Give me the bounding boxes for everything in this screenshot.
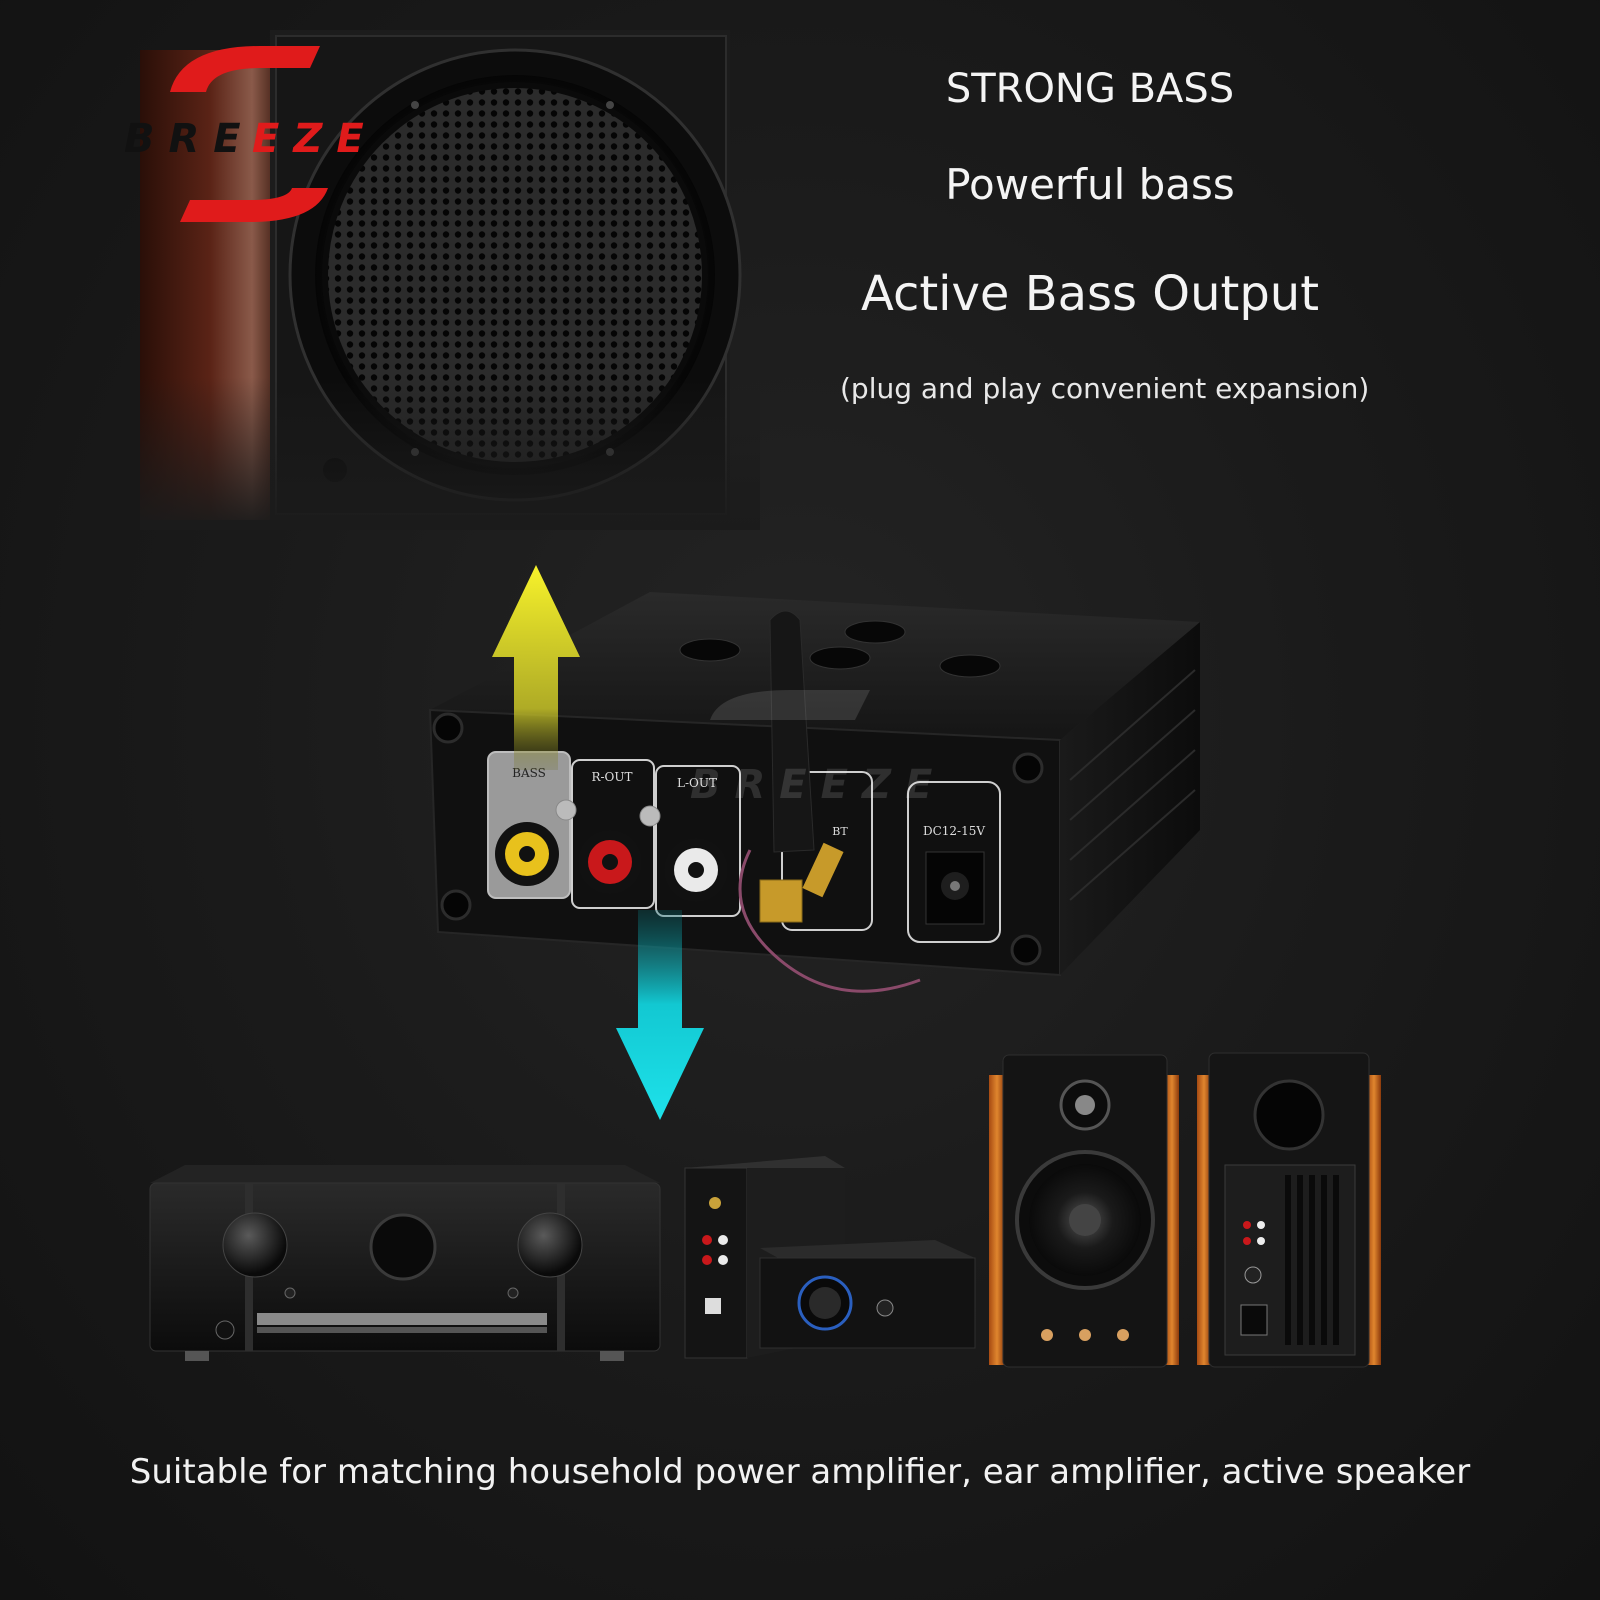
port-label-l-out: L-OUT [677, 776, 717, 790]
port-label-bt: BT [832, 825, 848, 838]
brand-logo: BRE EZE [124, 46, 378, 222]
bookshelf-speaker-image [989, 1052, 1381, 1368]
subwoofer-image [140, 20, 760, 530]
arrow-up-icon [492, 565, 580, 770]
arrow-down-icon [616, 910, 704, 1120]
logo-text: BRE [124, 116, 255, 162]
amplifier-image [149, 1165, 661, 1361]
watermark-text: BREEZE [690, 762, 946, 808]
headline-strong-bass: STRONG BASS [945, 66, 1235, 112]
headline-active-bass-output: Active Bass Output [860, 266, 1320, 322]
svg-text:EZE: EZE [252, 116, 378, 162]
ear-amplifier-image [684, 1156, 976, 1359]
bass-module-image: BASS R-OUT L-OUT BT DC12-15V [428, 592, 1200, 993]
footer-caption: Suitable for matching household power am… [129, 1452, 1471, 1492]
headline-plug-and-play: (plug and play convenient expansion) [840, 372, 1370, 405]
port-label-r-out: R-OUT [591, 770, 632, 784]
brand-watermark: BREEZE [690, 690, 946, 808]
port-label-dc: DC12-15V [923, 824, 985, 838]
headline-powerful-bass: Powerful bass [945, 160, 1235, 209]
